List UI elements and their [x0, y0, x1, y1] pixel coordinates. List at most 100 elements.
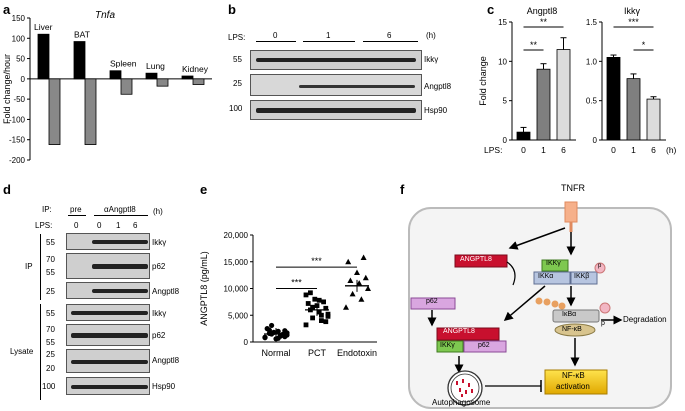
- e-point-2-3: [365, 285, 371, 291]
- panel-d-lane-2: 1: [116, 221, 121, 230]
- p62-complex-box: [463, 340, 507, 353]
- e-point-1-6: [323, 305, 329, 311]
- a-ytick-label-2: 50: [16, 55, 25, 64]
- panel-c-label: c: [487, 2, 495, 17]
- tnfr-receptor: [564, 201, 578, 223]
- panel-d-antibody: αAngptl8: [104, 205, 136, 214]
- a-ytick-label-0: 150: [12, 14, 26, 23]
- c-lps-label: LPS:: [484, 145, 502, 155]
- autophagosome-circle: [447, 370, 483, 406]
- e-point-0-15: [275, 335, 281, 341]
- panel-b-label: b: [228, 2, 236, 17]
- e-point-1-14: [325, 313, 331, 319]
- e-point-2-4: [356, 280, 363, 286]
- f-ikba: IκBα: [562, 311, 577, 318]
- e-ytick-label-4: 20,000: [224, 231, 249, 240]
- f-degradation: Degradation: [623, 315, 667, 324]
- panel-b-tp-line-6: [363, 41, 418, 42]
- panel-b-mw-0: 55: [233, 55, 242, 64]
- panel-d-lysate-group: Lysate: [10, 347, 34, 356]
- e-point-2-0: [343, 304, 349, 310]
- panel-d-lys-mw-1a: 70: [46, 325, 55, 334]
- panel-d-lane-1: 0: [97, 221, 102, 230]
- panel-e-label: e: [200, 182, 208, 197]
- panel-d-ip-bracket: [40, 234, 41, 300]
- panel-d-pre-line: [68, 215, 86, 216]
- p62-box: [410, 297, 456, 310]
- c1-bar-0: [606, 57, 621, 141]
- panel-d-lysate-bracket: [40, 304, 41, 400]
- panel-d-lys-blot-ikkg: [66, 304, 150, 321]
- c1-ytick-label-1: 0.5: [586, 97, 598, 106]
- a-bar-bat-s1: [84, 78, 97, 145]
- e-cat-0: Normal: [261, 348, 290, 358]
- panel-d-lys-blot-hsp90: [66, 377, 150, 395]
- panel-d-ip-blot-angptl8: [66, 282, 150, 299]
- panel-d-ip-name-0: Ikkγ: [152, 238, 167, 247]
- e-point-0-8: [264, 326, 270, 332]
- c0-bar-1: [536, 68, 551, 141]
- panel-d-lps-label: LPS:: [35, 221, 53, 230]
- e-point-0-17: [282, 328, 288, 334]
- panel-d-pre: pre: [70, 205, 82, 214]
- panel-b-mw-1: 25: [233, 79, 242, 88]
- angptl8-top-box: [454, 254, 508, 268]
- c0-sig-0: **: [540, 17, 548, 27]
- ikka-box: [533, 271, 571, 285]
- panel-d-ip-blot-p62: [66, 253, 150, 279]
- c0-ytick-label-1: 5: [503, 97, 508, 106]
- a-ytick-label-5: -100: [9, 115, 26, 124]
- a-bar-spleen-s1: [120, 78, 133, 95]
- c1-ytick-label-0: 0: [593, 136, 598, 145]
- angptl8-complex-box: [436, 327, 500, 341]
- a-bar-liver-s1: [48, 78, 61, 145]
- c1-cat-2: 6: [651, 145, 656, 155]
- e-ytick-label-0: 0: [244, 338, 249, 347]
- panel-b-blot-ikkg: [250, 50, 422, 70]
- e-cat-1: PCT: [308, 348, 327, 358]
- panel-d-lane-3: 6: [133, 221, 138, 230]
- c1-cat-0: 0: [611, 145, 616, 155]
- panel-d-lys-name-2: Angptl8: [152, 356, 180, 365]
- panel-d-ip-mw-2: 25: [46, 287, 55, 296]
- panel-d-lys-mw-3: 100: [42, 382, 56, 391]
- panel-d-ip-mw-1b: 55: [46, 268, 55, 277]
- panel-d-lys-name-0: Ikkγ: [152, 309, 167, 318]
- f-ikkg-complex: IKKγ: [440, 342, 455, 349]
- e-point-0-11: [262, 334, 268, 340]
- f-tnfr: TNFR: [561, 183, 585, 193]
- a-cat-label-kidney: Kidney: [182, 64, 209, 74]
- panel-f-diagram: [408, 201, 672, 409]
- e-cat-2: Endotoxin: [337, 348, 377, 358]
- e-point-2-9: [360, 254, 367, 260]
- f-p62-complex: p62: [478, 342, 490, 349]
- panel-d-unit: (h): [153, 207, 163, 216]
- panel-d-ip-name-2: Angptl8: [152, 287, 180, 296]
- p-circle-ikba: [599, 302, 611, 314]
- f-angptl8-top: ANGPTL8: [460, 256, 492, 263]
- c1-bar-1: [626, 78, 641, 141]
- c1-sig-1: *: [642, 40, 646, 50]
- panel-d-lys-mw-1b: 55: [46, 338, 55, 347]
- e-point-2-8: [345, 258, 352, 265]
- c1-bar-2: [646, 98, 661, 141]
- e-point-1-0: [303, 322, 309, 328]
- c1-title: Ikkγ: [624, 6, 641, 16]
- panel-d-lys-blot-p62: [66, 324, 150, 346]
- panel-d-antibody-line: [94, 215, 148, 216]
- e-point-1-13: [310, 304, 315, 310]
- panel-b-unit: (h): [426, 31, 436, 40]
- panel-d-ip-group: IP: [25, 262, 33, 271]
- a-cat-label-bat: BAT: [74, 30, 90, 40]
- nfkb-ellipse: [554, 323, 596, 337]
- panel-b-tp-line-0: [256, 41, 296, 42]
- a-ytick-label-7: -200: [9, 156, 26, 165]
- a-bar-kidney-s1: [192, 78, 205, 85]
- c0-bar-0: [516, 131, 531, 141]
- activation-box: [544, 369, 608, 395]
- e-point-1-8: [305, 301, 311, 306]
- panel-d-lys-mw-2a: 25: [46, 350, 55, 359]
- e-point-1-16: [308, 290, 313, 296]
